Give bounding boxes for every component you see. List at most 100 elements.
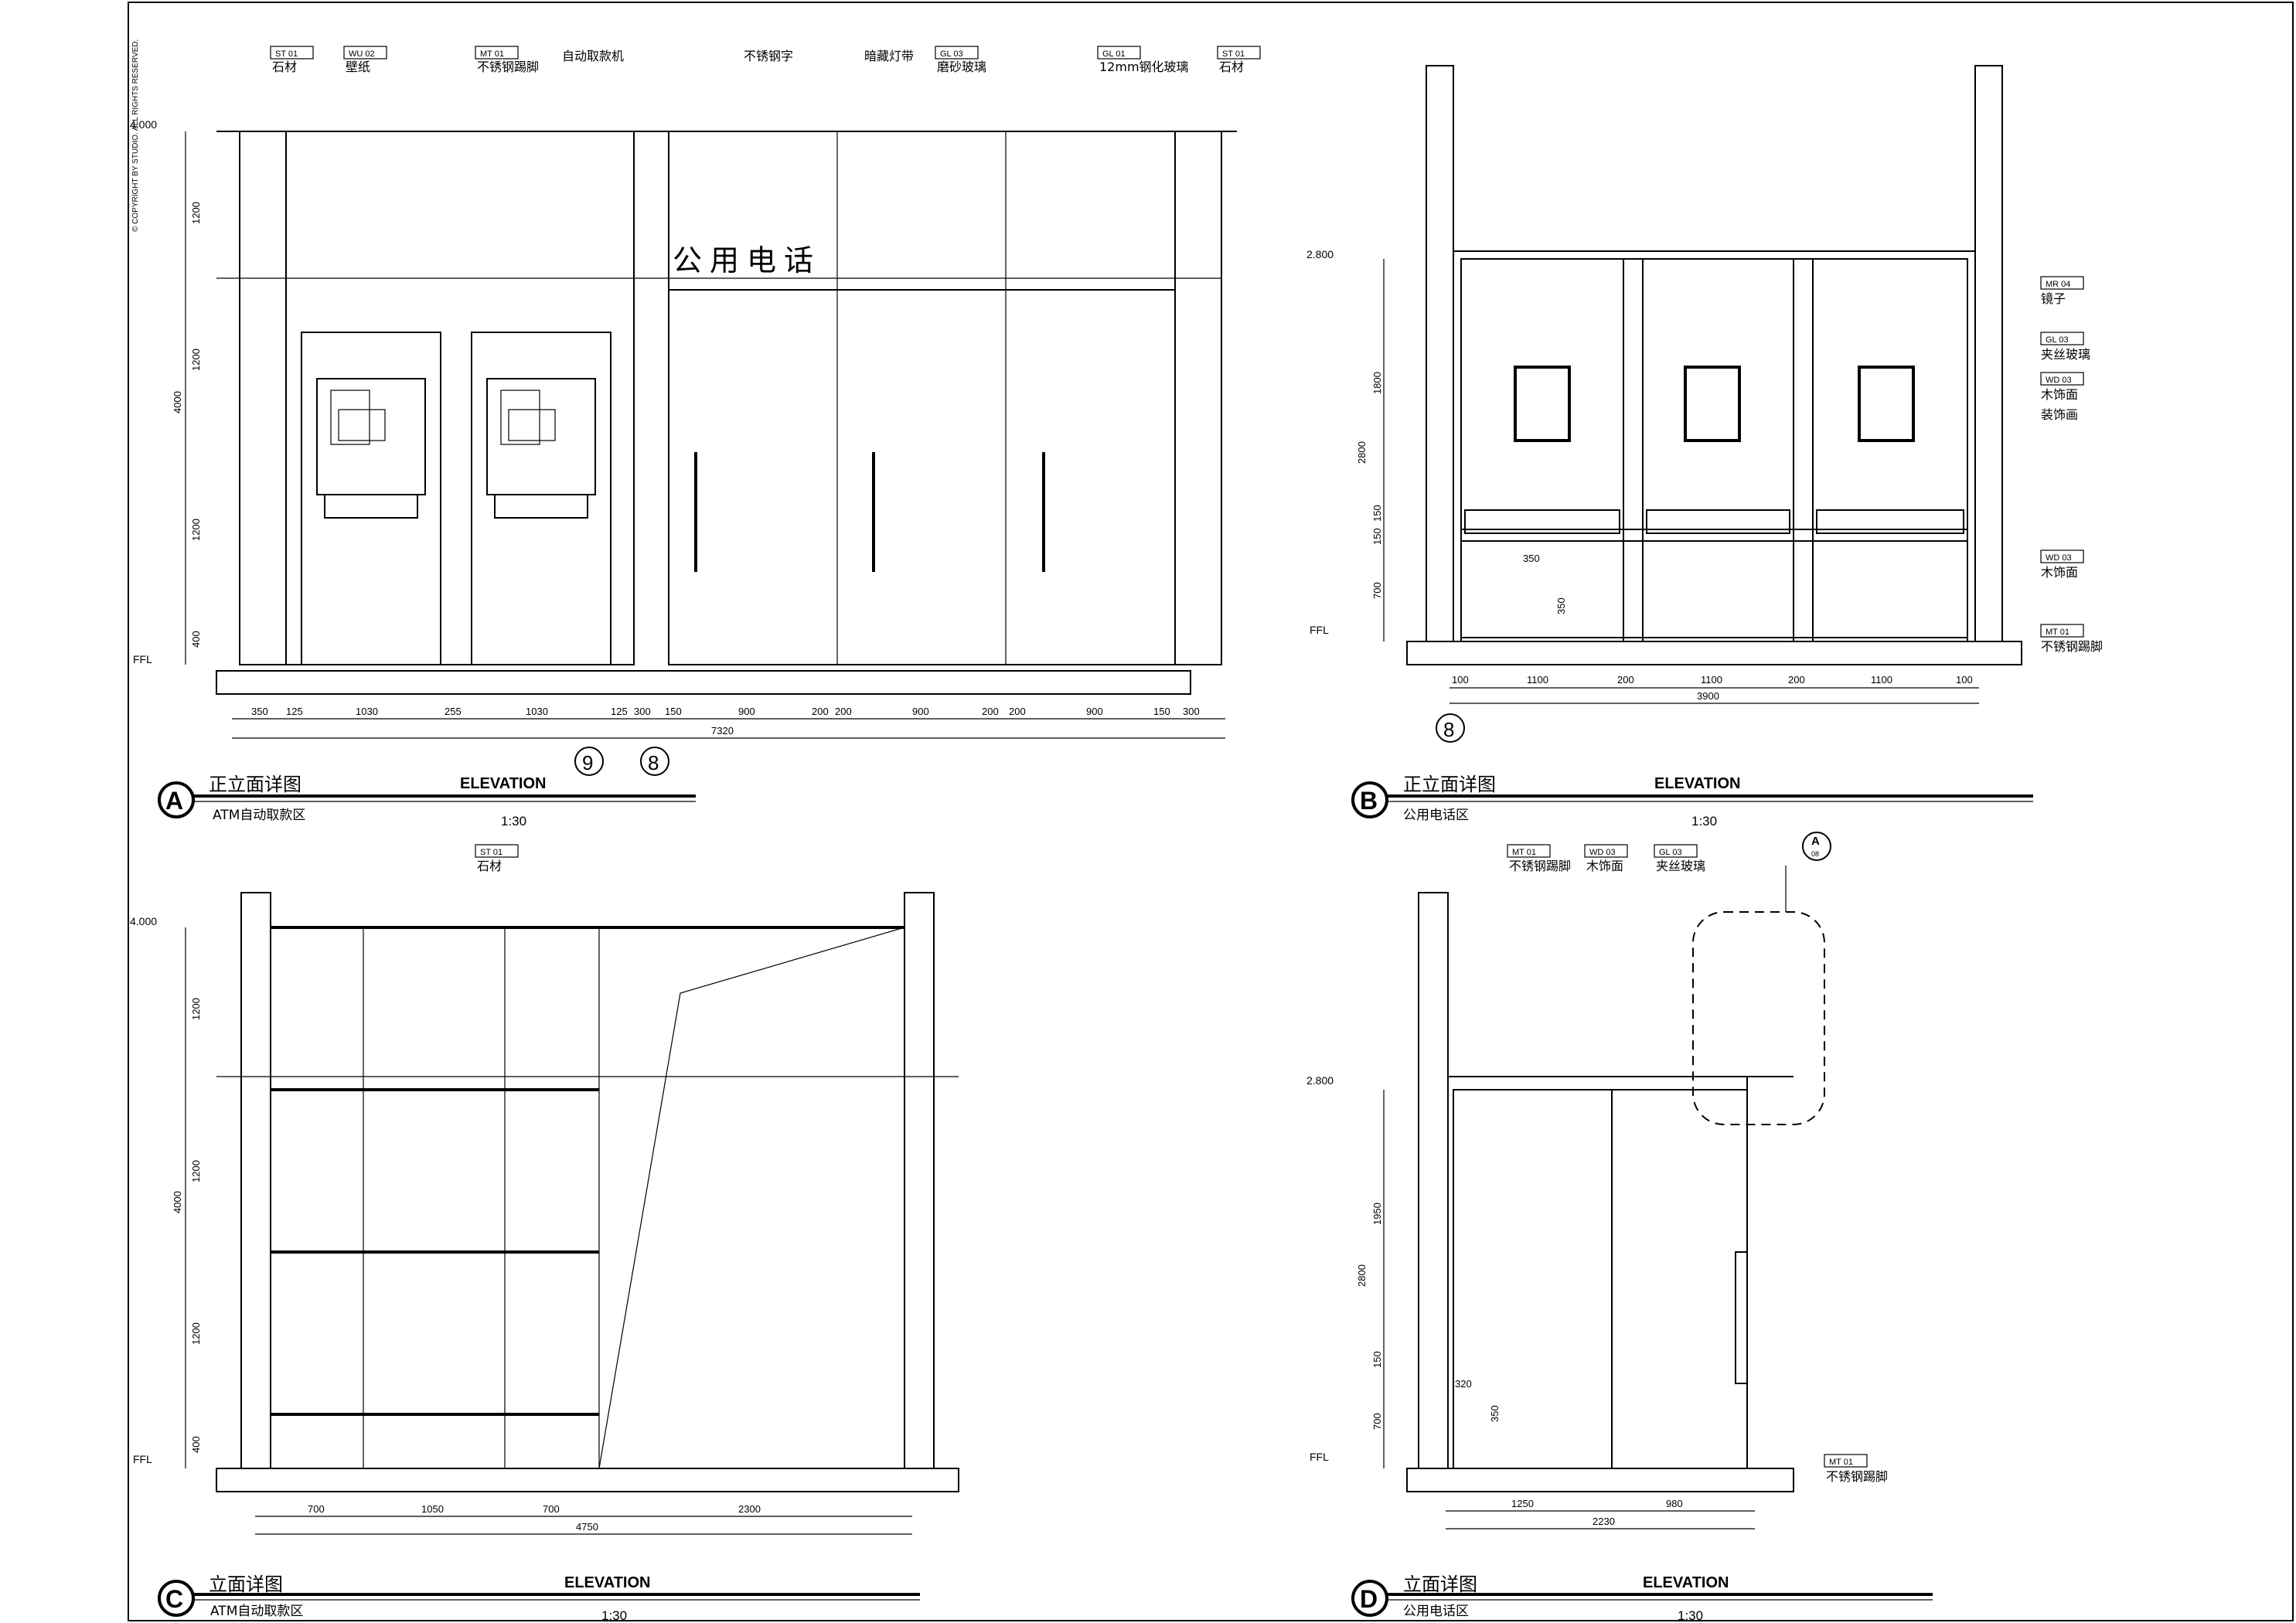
svg-text:WD 03: WD 03: [1589, 848, 1616, 857]
panel-b-marker: 8: [1443, 718, 1454, 741]
svg-text:自动取款机: 自动取款机: [562, 49, 624, 63]
svg-text:石材: 石材: [272, 60, 297, 74]
svg-text:2800: 2800: [1356, 441, 1368, 464]
marker-9: 9: [582, 751, 593, 774]
svg-text:1100: 1100: [1527, 674, 1548, 686]
svg-text:1200: 1200: [190, 349, 202, 371]
svg-text:700: 700: [1371, 582, 1383, 599]
svg-text:装饰画: 装饰画: [2041, 407, 2078, 422]
svg-text:1250: 1250: [1511, 1498, 1534, 1509]
panel-d-letter: D: [1360, 1585, 1378, 1613]
svg-text:100: 100: [1452, 674, 1469, 686]
svg-text:不锈钢踢脚: 不锈钢踢脚: [477, 60, 539, 74]
svg-text:夹丝玻璃: 夹丝玻璃: [2041, 347, 2090, 362]
svg-text:2300: 2300: [738, 1503, 761, 1515]
svg-text:700: 700: [1371, 1413, 1383, 1430]
panel-b-decor-paintings: [1514, 366, 1915, 442]
svg-text:200: 200: [1009, 706, 1026, 717]
svg-text:125: 125: [611, 706, 628, 717]
panel-d-elevation-label: ELEVATION: [1643, 1574, 1729, 1591]
svg-text:壁纸: 壁纸: [346, 60, 370, 74]
svg-text:350: 350: [1555, 597, 1567, 614]
svg-text:900: 900: [738, 706, 755, 717]
panel-c-title: 立面详图: [209, 1574, 283, 1595]
svg-text:1200: 1200: [190, 1322, 202, 1345]
panel-a-wallpaper: [285, 131, 635, 665]
panel-a-stone-right: [1174, 131, 1222, 665]
svg-text:700: 700: [308, 1503, 325, 1515]
svg-text:4750: 4750: [576, 1521, 598, 1533]
svg-text:200: 200: [982, 706, 999, 717]
svg-text:125: 125: [286, 706, 303, 717]
panel-d-title: 立面详图: [1403, 1574, 1477, 1595]
panel-b-scale: 1:30: [1691, 814, 1717, 829]
panel-a-title: 正立面详图: [209, 774, 301, 795]
panel-b-wood-panel: [1460, 540, 1968, 638]
svg-text:150: 150: [1371, 1351, 1383, 1368]
svg-text:FFL: FFL: [1310, 624, 1329, 636]
svg-text:GL 03: GL 03: [1659, 848, 1682, 857]
panel-a-subtitle: ATM自动取款区: [213, 808, 305, 823]
svg-text:150: 150: [1371, 528, 1383, 545]
panel-a-glass-partition: [668, 131, 1176, 665]
svg-text:MT 01: MT 01: [1829, 1458, 1853, 1467]
panel-c-subtitle: ATM自动取款区: [210, 1604, 303, 1619]
svg-text:1800: 1800: [1371, 372, 1383, 394]
svg-text:350: 350: [251, 706, 268, 717]
svg-text:不锈钢踢脚: 不锈钢踢脚: [1509, 859, 1571, 873]
svg-text:MR 04: MR 04: [2046, 280, 2070, 289]
panel-d-scale: 1:30: [1678, 1608, 1703, 1623]
svg-text:2230: 2230: [1593, 1516, 1615, 1527]
svg-text:320: 320: [1455, 1378, 1472, 1390]
svg-text:2800: 2800: [1356, 1264, 1368, 1287]
panel-a-stone-left: [239, 131, 287, 665]
panel-c-wall-right: [904, 892, 935, 1469]
svg-text:200: 200: [1788, 674, 1805, 686]
panel-c-elevation-label: ELEVATION: [564, 1574, 650, 1591]
svg-text:900: 900: [912, 706, 929, 717]
svg-text:WU 02: WU 02: [349, 49, 375, 59]
svg-text:1200: 1200: [190, 519, 202, 541]
svg-text:1050: 1050: [421, 1503, 444, 1515]
panel-c-level: 4.000: [130, 915, 157, 927]
svg-text:FFL: FFL: [1310, 1451, 1329, 1463]
svg-text:200: 200: [812, 706, 829, 717]
svg-text:ST 01: ST 01: [480, 848, 502, 857]
svg-text:磨砂玻璃: 磨砂玻璃: [937, 60, 986, 74]
svg-text:WD 03: WD 03: [2046, 553, 2072, 563]
svg-text:300: 300: [634, 706, 651, 717]
panel-c-tags: ST 01 石材: [475, 844, 519, 873]
svg-text:4000: 4000: [172, 391, 183, 413]
svg-text:不锈钢踢脚: 不锈钢踢脚: [1826, 1469, 1888, 1484]
panel-b-letter: B: [1360, 787, 1378, 815]
svg-text:1200: 1200: [190, 998, 202, 1020]
svg-text:WD 03: WD 03: [2046, 376, 2072, 385]
svg-text:12mm钢化玻璃: 12mm钢化玻璃: [1099, 60, 1189, 74]
svg-text:MT 01: MT 01: [480, 49, 504, 59]
panel-b-wall-right: [1974, 65, 2003, 642]
copyright-note: © COPYRIGHT BY STUDIO. ALL RIGHTS RESERV…: [131, 39, 140, 232]
svg-text:200: 200: [835, 706, 852, 717]
svg-text:GL 03: GL 03: [2046, 335, 2069, 345]
panel-a-tags: ST 01 石材 WU 02 壁纸 MT 01 不锈钢踢脚 自动取款机 不锈钢字…: [270, 46, 1261, 74]
svg-text:MT 01: MT 01: [1512, 848, 1536, 857]
panel-c-scale: 1:30: [601, 1608, 627, 1623]
panel-b-elevation-label: ELEVATION: [1654, 775, 1740, 792]
svg-text:石材: 石材: [1219, 60, 1244, 74]
svg-text:不锈钢踢脚: 不锈钢踢脚: [2041, 639, 2103, 654]
svg-text:980: 980: [1666, 1498, 1683, 1509]
svg-text:150: 150: [665, 706, 682, 717]
panel-c-elevation: ST 01 石材 4.000 FFL 1200 1200 1200 400 40…: [130, 844, 959, 1623]
svg-text:FFL: FFL: [133, 653, 152, 665]
svg-text:4000: 4000: [172, 1191, 183, 1213]
svg-text:不锈钢字: 不锈钢字: [744, 49, 793, 63]
svg-text:400: 400: [190, 1436, 202, 1453]
atm-machine-2: [471, 332, 611, 665]
svg-text:ST 01: ST 01: [1222, 49, 1245, 59]
panel-a-floor-slab: [216, 670, 1191, 695]
sheet-border: [128, 2, 2294, 1621]
svg-text:200: 200: [1617, 674, 1634, 686]
panel-a-letter: A: [165, 787, 183, 815]
svg-text:350: 350: [1489, 1405, 1501, 1422]
